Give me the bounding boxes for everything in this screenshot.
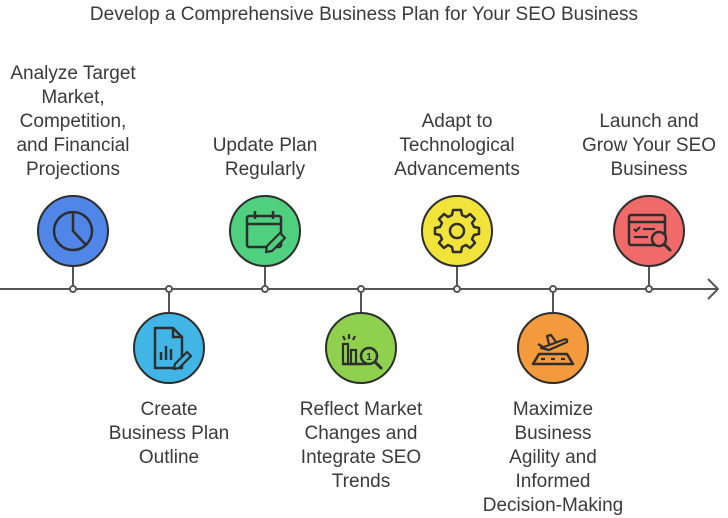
svg-text:1: 1 [366, 352, 372, 363]
step-3-node [229, 195, 301, 267]
runway-plane-icon [531, 333, 575, 366]
chart-search-icon: 1 [341, 334, 383, 370]
step-6-node [517, 312, 589, 384]
document-chart-icon [153, 326, 193, 371]
step-4-node: 1 [325, 312, 397, 384]
calendar-edit-icon [245, 211, 287, 254]
step-1-marker [69, 285, 77, 293]
step-4-marker [357, 285, 365, 293]
browser-search-icon [627, 213, 672, 252]
step-2-marker [165, 285, 173, 293]
diagram-title: Develop a Comprehensive Business Plan fo… [89, 4, 639, 25]
step-7-node [613, 195, 685, 267]
step-5-node [421, 195, 493, 267]
step-3-marker [261, 285, 269, 293]
step-6-marker [549, 285, 557, 293]
pie-chart-icon [52, 210, 94, 252]
step-7-marker [645, 285, 653, 293]
step-5-marker [453, 285, 461, 293]
gear-icon [433, 208, 481, 254]
step-2-node [133, 312, 205, 384]
step-1-node [37, 195, 109, 267]
